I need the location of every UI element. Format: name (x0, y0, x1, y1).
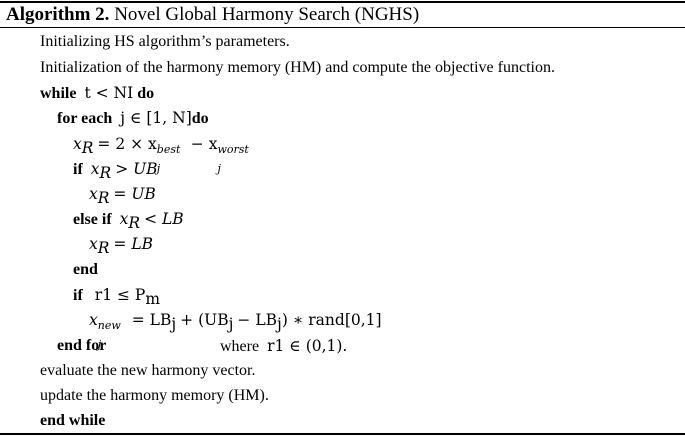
line-init-hm: Initialization of the harmony memory (HM… (40, 59, 555, 76)
line-end-while: end while (40, 410, 105, 432)
xr-eq-mid: = 2 × x (97, 135, 157, 153)
xr-lb-var: x (89, 235, 98, 253)
xnew-rhs-3: − LB (237, 311, 278, 329)
xr-var: x (73, 135, 82, 153)
best-sup: best (156, 143, 181, 156)
line-end-for: end for (57, 335, 106, 357)
line-xr-eq-ub: xR = UB (89, 183, 156, 206)
else-if-sub: R (128, 214, 141, 233)
xr-lb-rest: = LB (113, 235, 154, 253)
xnew-rhs-1: = LB (131, 311, 172, 329)
top-rule (0, 1, 685, 3)
if-ub-rest: > UB (115, 160, 158, 178)
if-keyword: if (73, 161, 83, 178)
xnew-rhs-1-sub: j (171, 315, 177, 334)
line-if-ub: if xR > UB (73, 158, 158, 181)
xnew-rhs-2: + (UB (180, 311, 229, 329)
algorithm-label: Algorithm 2. (6, 4, 110, 25)
for-each-do-keyword: do (191, 110, 209, 127)
if-r1-condition: r1 ≤ P (94, 286, 146, 304)
if-r1-sub: m (145, 290, 161, 309)
line-xr-eq-lb: xR = LB (89, 233, 153, 256)
line-where: where r1 ∈ (0,1). (220, 335, 347, 358)
worst-sup: worst (217, 143, 249, 156)
line-if-r1: if r1 ≤ Pm (73, 284, 160, 307)
for-each-keyword: for each (57, 110, 113, 127)
xnew-rhs-3-sub: j (277, 315, 282, 334)
end-for-keyword: end for (57, 337, 107, 354)
if-r1-keyword: if (73, 287, 83, 304)
best-j-sub: j (156, 162, 161, 175)
line-while: while t < NI do (40, 82, 154, 105)
header-rule (0, 27, 685, 28)
else-if-var: x (119, 210, 129, 228)
xnew-sup: new (97, 319, 121, 332)
if-ub-var: x (90, 160, 100, 178)
else-if-keyword: else if (73, 211, 112, 228)
for-each-condition: j ∈ [1, N] (120, 109, 192, 127)
line-init-params: Initializing HS algorithm’s parameters. (40, 33, 290, 50)
while-condition: t < NI (84, 84, 134, 102)
while-do-keyword: do (137, 85, 155, 102)
xnew-rhs-4: ) ∗ rand[0,1] (281, 311, 382, 329)
xr-ub-var: x (89, 185, 98, 203)
line-else-if-lb: else if xR < LB (73, 208, 184, 231)
line-update: update the harmony memory (HM). (40, 387, 269, 404)
worst-j-sub: j (217, 162, 221, 175)
xnew-rhs-2-sub: j (228, 315, 234, 334)
where-condition: r1 ∈ (0,1). (267, 337, 348, 355)
end-while-keyword: end while (40, 412, 106, 429)
xr-eq-minus: − x (190, 135, 218, 153)
algorithm-title: Algorithm 2. Novel Global Harmony Search… (6, 3, 419, 27)
line-evaluate: evaluate the new harmony vector. (40, 362, 256, 379)
where-text: where (220, 338, 260, 355)
xnew-sub: j (97, 338, 102, 351)
line-for-each: for each j ∈ [1, N]do (57, 107, 209, 130)
xr-sub: R (81, 139, 94, 158)
else-if-rest: < LB (144, 210, 184, 228)
xr-lb-sub: R (97, 239, 110, 258)
algorithm-name: Novel Global Harmony Search (NGHS) (114, 4, 420, 25)
xr-ub-sub: R (97, 189, 110, 208)
xnew-var: x (89, 311, 98, 329)
bottom-rule (0, 433, 685, 435)
if-ub-sub: R (99, 164, 112, 183)
line-end-if: end (73, 259, 98, 281)
end-keyword: end (73, 261, 98, 278)
xr-ub-rest: = UB (113, 185, 156, 203)
while-keyword: while (40, 85, 77, 102)
